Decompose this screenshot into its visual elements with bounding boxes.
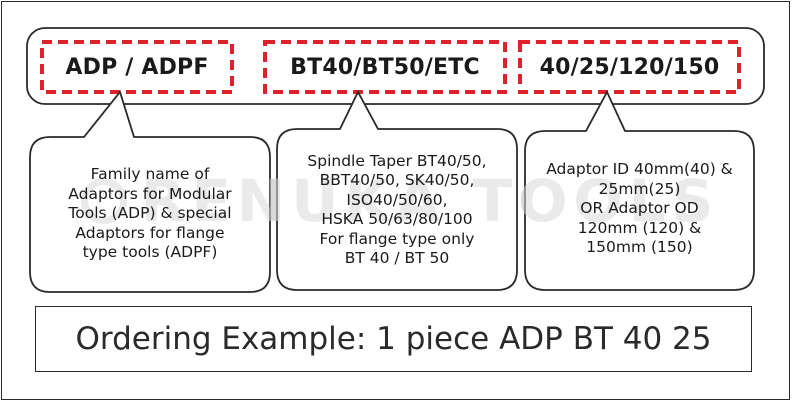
code-segment-box-2 [263, 40, 507, 94]
code-bar [26, 27, 765, 105]
code-segment-size: 40/25/120/150 [539, 54, 720, 80]
code-segment-box-1 [40, 40, 234, 94]
code-segment-family: ADP / ADPF [65, 54, 209, 80]
ordering-example-text: Ordering Example: 1 piece ADP BT 40 25 [75, 321, 712, 357]
callout-bubble-2 [276, 90, 518, 291]
ordering-example-box: Ordering Example: 1 piece ADP BT 40 25 [35, 306, 752, 372]
callout-bubble-1 [29, 90, 271, 293]
callout-text-family: Family name of Adaptors for Modular Tool… [68, 165, 232, 262]
code-segment-box-3 [518, 40, 741, 94]
watermark-overlay-logo-icon [80, 178, 127, 224]
callout-bubble-3 [524, 89, 755, 291]
callout-text-spindle: Spindle Taper BT40/50, BBT40/50, SK40/50… [307, 151, 487, 268]
watermark-overlay-text: RENUKA TOOLS [140, 167, 720, 235]
callout-text-size: Adaptor ID 40mm(40) & 25mm(25) OR Adapto… [546, 160, 733, 257]
watermark-overlay: RENUKA TOOLS [70, 166, 730, 236]
code-segment-spindle: BT40/BT50/ETC [290, 54, 480, 80]
